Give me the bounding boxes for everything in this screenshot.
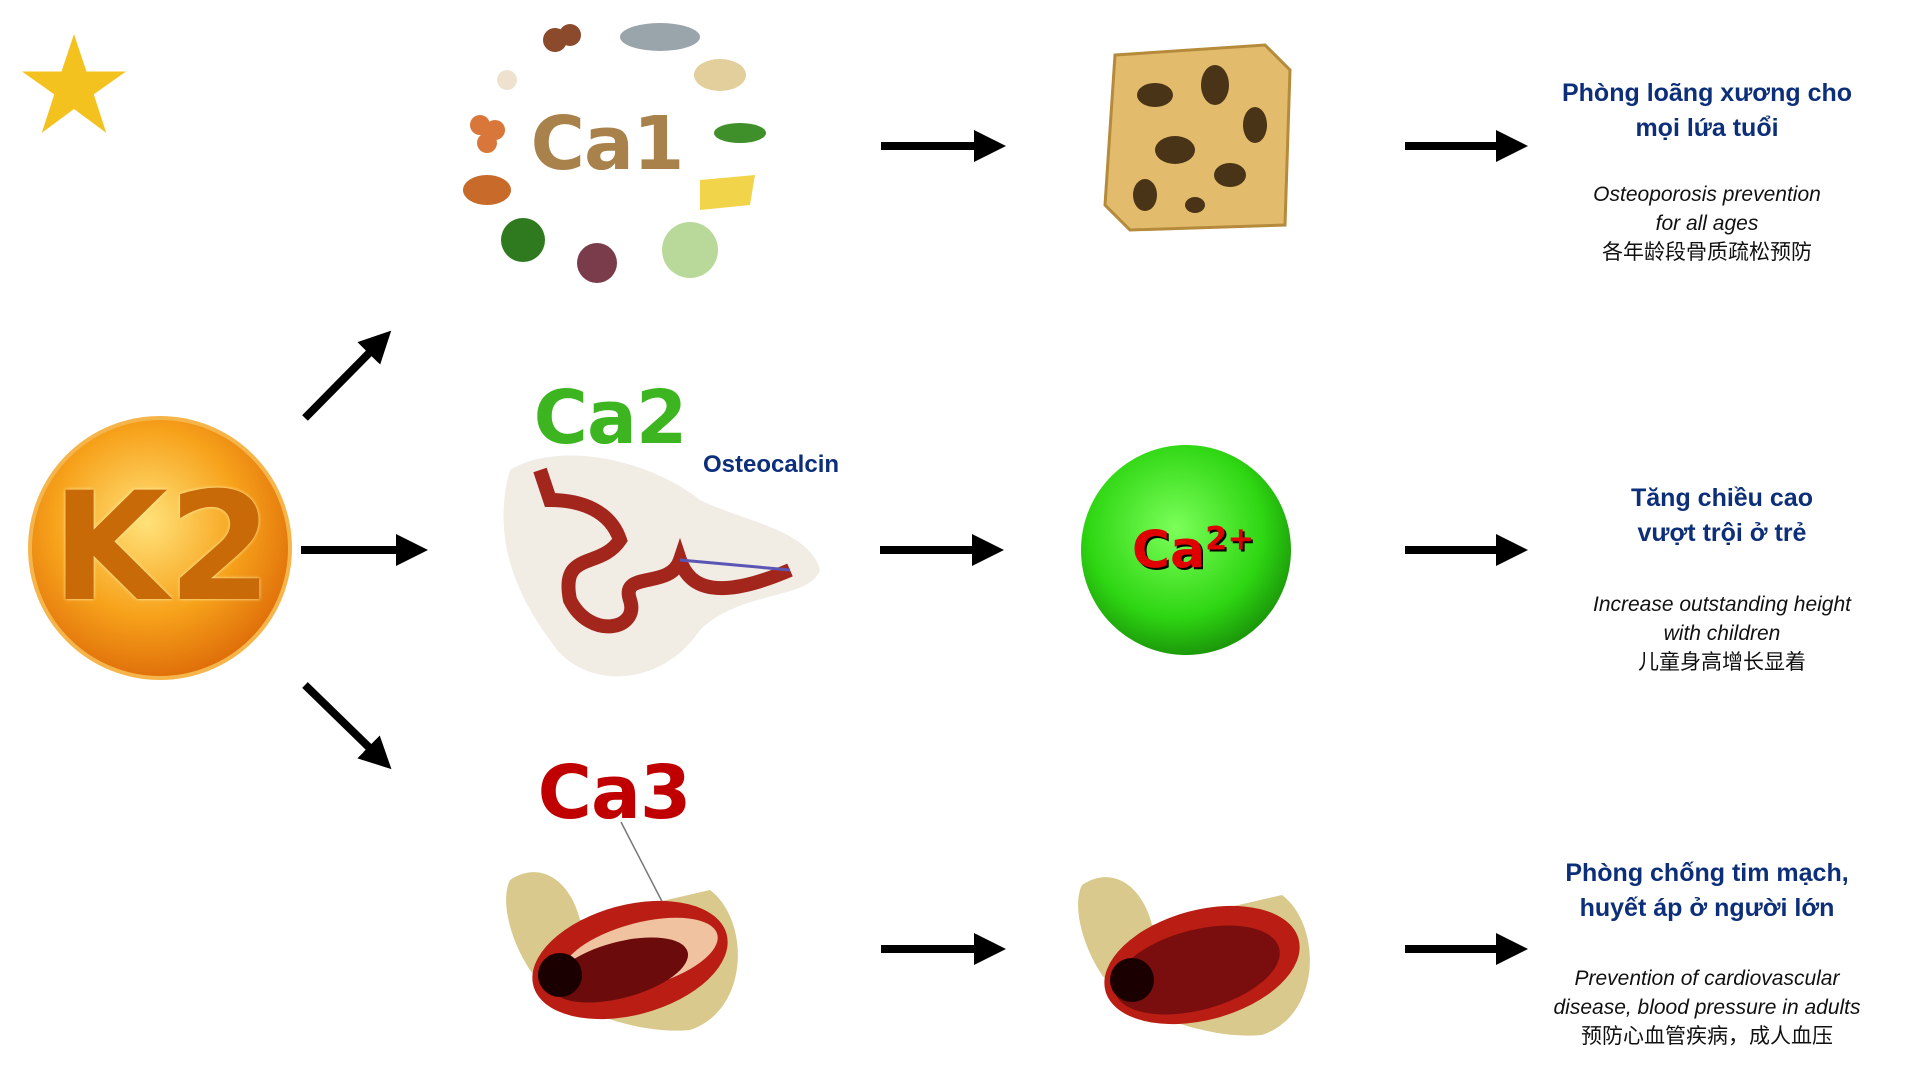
benefit-english: Prevention of cardiovascular — [1574, 967, 1840, 990]
benefit-ca3: Phòng chống tim mạch, huyết áp ở người l… — [1497, 856, 1917, 1051]
artery-plaque-image — [506, 872, 738, 1031]
benefit-title: vượt trội ở trẻ — [1637, 519, 1807, 547]
benefit-english: Osteoporosis prevention — [1593, 183, 1821, 206]
ion-symbol: Ca — [1131, 520, 1206, 581]
benefit-english: Increase outstanding height — [1592, 593, 1852, 616]
benefit-english: for all ages — [1655, 212, 1759, 235]
benefit-title: Phòng loãng xương cho — [1561, 79, 1853, 107]
calcium-foods-image — [463, 23, 766, 283]
benefit-english: with children — [1663, 622, 1781, 645]
k2-label: K2 — [51, 461, 273, 635]
healthy-artery-image — [1078, 877, 1310, 1036]
benefit-ca1: Phòng loãng xương cho mọi lứa tuổi Osteo… — [1497, 76, 1917, 267]
benefit-chinese: 预防心血管疾病，成人血压 — [1581, 1024, 1833, 1048]
osteocalcin-label: Osteocalcin — [702, 451, 840, 478]
benefit-title: Tăng chiều cao — [1631, 484, 1813, 512]
ca1-label: Ca1 — [530, 101, 685, 187]
benefit-chinese: 儿童身高增长显着 — [1638, 650, 1806, 674]
star-icon — [22, 34, 126, 133]
ion-charge: 2+ — [1205, 519, 1255, 558]
calcium-ion-sphere-icon — [1081, 445, 1291, 655]
osteocalcin-protein-image — [503, 455, 820, 677]
benefit-chinese: 各年龄段骨质疏松预防 — [1602, 240, 1812, 264]
k2-capsule-icon — [28, 416, 292, 680]
ca2-label: Ca2 — [533, 375, 688, 461]
calcium-ion-label: Ca2+ — [1132, 519, 1254, 580]
benefit-ca2: Tăng chiều cao vượt trội ở trẻ Increase … — [1512, 481, 1920, 677]
benefit-title: mọi lứa tuổi — [1635, 114, 1779, 142]
benefit-title: Phòng chống tim mạch, — [1565, 859, 1849, 887]
bone-structure-image — [1103, 43, 1292, 232]
benefit-english: disease, blood pressure in adults — [1553, 996, 1861, 1019]
benefit-title: huyết áp ở người lớn — [1579, 894, 1835, 922]
ca3-label: Ca3 — [537, 750, 692, 836]
